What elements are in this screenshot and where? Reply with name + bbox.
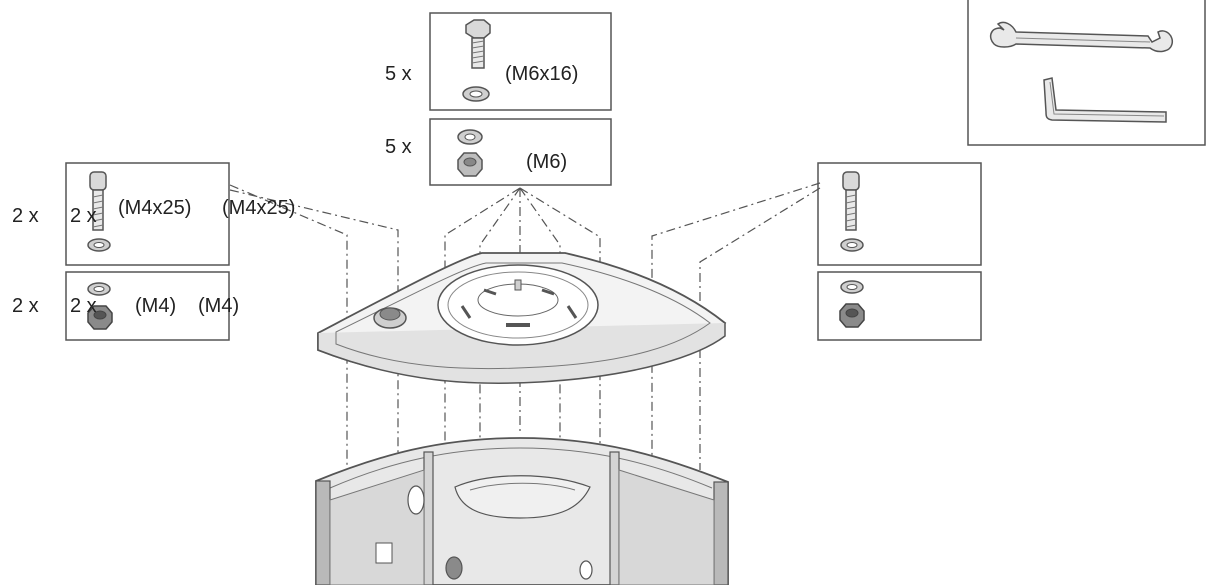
left-bolt-spec: (M4x25): [118, 197, 192, 219]
nut-icon: [839, 303, 865, 328]
washer-icon: [87, 238, 111, 252]
washer-icon: [840, 238, 864, 252]
nut-icon: [457, 152, 483, 177]
top-bolt-qty: 5 x: [385, 63, 412, 85]
washer-icon: [457, 129, 483, 145]
top-bolt-box: [429, 12, 612, 111]
left-nut-spec-overlap: (M4): [198, 295, 240, 317]
right-nut-box: [817, 271, 982, 341]
left-bolt-qty-overlap: 2 x: [70, 205, 97, 227]
washer-icon: [462, 86, 490, 102]
hex-key-icon: [1043, 77, 1167, 123]
top-nut-box: [429, 118, 612, 186]
left-nut-box: [65, 271, 230, 341]
left-nut-qty: 2 x: [12, 295, 39, 317]
left-bolt-qty: 2 x: [12, 205, 39, 227]
left-nut-spec: (M4): [135, 295, 177, 317]
washer-icon: [87, 282, 111, 296]
left-bolt-spec-overlap: (M4x25): [222, 197, 296, 219]
wrench-icon: [989, 21, 1174, 53]
top-nut-qty: 5 x: [385, 136, 412, 158]
shower-tray: [317, 252, 727, 385]
washer-icon: [840, 280, 864, 294]
right-bolt-box: [817, 162, 982, 266]
left-bolt-box: [65, 162, 230, 266]
bolt-icon: [89, 171, 107, 231]
top-bolt-spec: (M6x16): [505, 63, 579, 85]
tools-box: [967, 0, 1206, 146]
bolt-icon: [465, 19, 491, 69]
shower-cabin: [315, 437, 729, 585]
nut-icon: [87, 305, 113, 330]
left-nut-qty-overlap: 2 x: [70, 295, 97, 317]
top-nut-spec: (M6): [526, 151, 568, 173]
bolt-icon: [842, 171, 860, 231]
